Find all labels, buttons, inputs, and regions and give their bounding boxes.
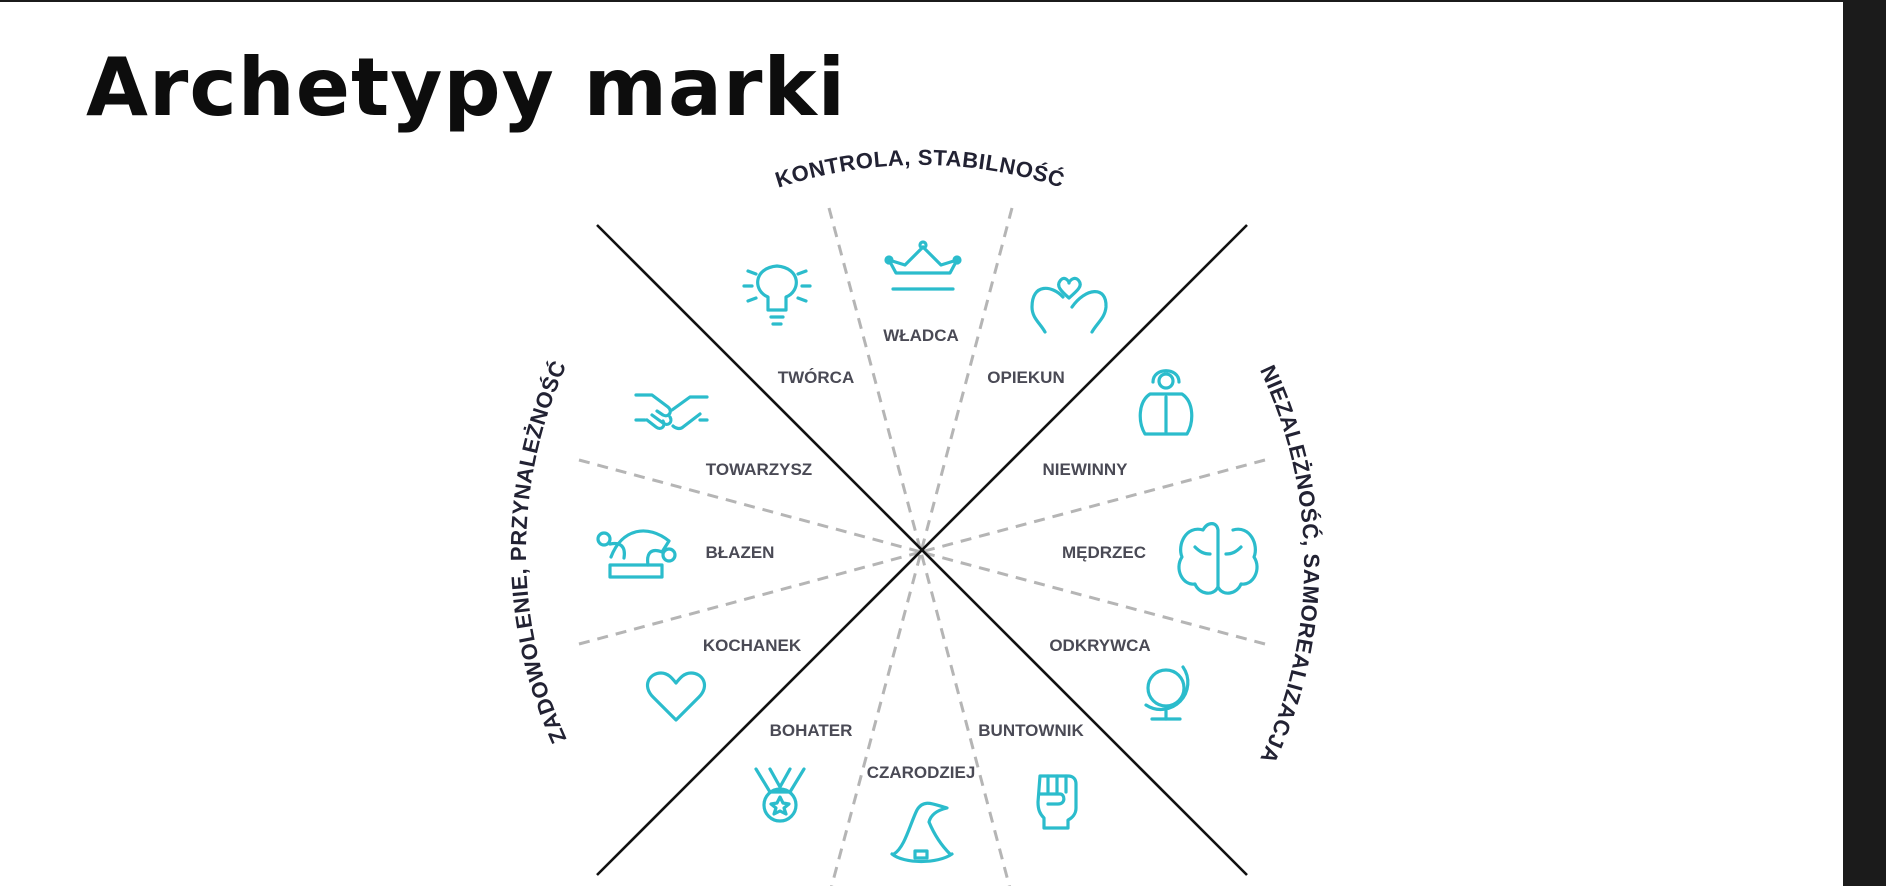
archetype-label: BOHATER: [770, 721, 853, 740]
archetype-label: CZARODZIEJ: [867, 763, 976, 782]
archetype-label: KOCHANEK: [703, 636, 802, 655]
archetype-label: WŁADCA: [883, 326, 959, 345]
globe-icon: [1144, 665, 1190, 721]
archetype-labels: WŁADCA OPIEKUN NIEWINNY MĘDRZEC ODKRYWCA…: [703, 326, 1151, 782]
dashed-line: [919, 551, 1011, 886]
archetype-label: ODKRYWCA: [1049, 636, 1150, 655]
dashed-line: [578, 458, 922, 554]
brain-icon: [1177, 522, 1259, 595]
axis-label-right: NIEZALEŻNOŚĆ, SAMOREALIZACJA: [1255, 361, 1324, 767]
dashed-divider-lines: [578, 207, 1266, 886]
jester-hat-icon: [596, 529, 677, 579]
hands-heart-icon: [1030, 276, 1108, 334]
dashed-line: [830, 551, 923, 886]
dashed-line: [919, 207, 1014, 553]
handshake-icon: [634, 393, 709, 431]
crown-icon: [884, 240, 962, 291]
slide-title: Archetypy marki: [86, 41, 847, 134]
lightbulb-icon: [742, 264, 812, 326]
diagonal-line: [596, 224, 1248, 876]
archetype-label: OPIEKUN: [987, 368, 1064, 387]
medal-icon: [754, 767, 806, 823]
archetype-label: TOWARZYSZ: [706, 460, 812, 479]
slide: Archetypy marki KONTROLA, STABILNOŚĆ NIE: [0, 2, 1843, 886]
angel-icon: [1138, 369, 1194, 436]
axis-label-left: ZADOWOLENIE, PRZYNALEŻNOŚĆ: [506, 357, 571, 747]
wizard-hat-icon: [890, 801, 954, 864]
axis-label-top: KONTROLA, STABILNOŚĆ: [772, 145, 1068, 193]
dashed-line: [920, 550, 1266, 646]
archetype-label: BUNTOWNIK: [978, 721, 1084, 740]
dashed-line: [920, 458, 1266, 554]
archetype-label: NIEWINNY: [1043, 460, 1129, 479]
archetype-label: TWÓRCA: [778, 368, 854, 387]
heart-icon: [645, 671, 707, 722]
archetype-wheel-diagram: KONTROLA, STABILNOŚĆ NIEZALEŻNOŚĆ, SAMOR…: [506, 145, 1324, 886]
dashed-line: [578, 550, 922, 646]
fist-icon: [1036, 774, 1078, 830]
dashed-line: [827, 207, 923, 553]
archetype-label: BŁAZEN: [706, 543, 775, 562]
solid-diagonal-lines: [596, 224, 1248, 876]
archetype-label: MĘDRZEC: [1062, 543, 1146, 562]
